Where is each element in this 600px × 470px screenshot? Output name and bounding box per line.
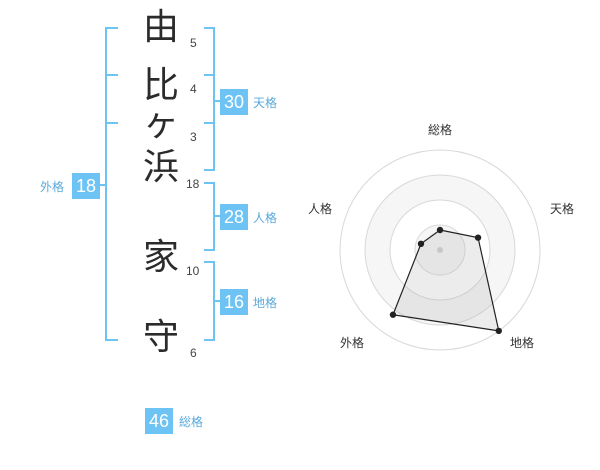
- tenkaku-badge: 30: [220, 89, 248, 115]
- radar-axis-label-2: 天格: [550, 202, 575, 216]
- name-char-2: 比: [142, 65, 179, 106]
- name-char-1: 由: [142, 7, 179, 48]
- name-char-3: ヶ: [142, 103, 179, 144]
- radar-area: [392, 229, 500, 332]
- tenkaku-label: 天格: [253, 96, 278, 110]
- radar-axis-label-5: 人格: [308, 202, 333, 216]
- radar-axis-label-3: 地格: [510, 336, 535, 350]
- radar-point-1: [436, 226, 444, 234]
- chikaku-label: 地格: [253, 296, 278, 310]
- radar-point-5: [417, 240, 425, 248]
- stroke-count-3: 3: [190, 130, 197, 144]
- stroke-count-2: 4: [190, 82, 197, 96]
- stroke-count-5: 10: [186, 264, 200, 278]
- name-char-4: 浜: [142, 147, 179, 188]
- jinkaku-label: 人格: [253, 211, 278, 225]
- radar-point-4: [389, 311, 397, 318]
- soukaku-badge: 46: [145, 408, 173, 434]
- stroke-count-4: 18: [186, 177, 200, 191]
- stroke-count-6: 6: [190, 346, 197, 360]
- tenkaku-bracket: [204, 27, 215, 171]
- radar-point-2: [474, 234, 482, 241]
- gaikaku-label: 外格: [40, 180, 65, 194]
- radar-axis-label-1: 総格: [428, 123, 453, 137]
- stroke-count-1: 5: [190, 36, 197, 50]
- jinkaku-badge: 28: [220, 204, 248, 230]
- radar-point-3: [495, 327, 502, 335]
- chikaku-badge: 16: [220, 289, 248, 315]
- name-char-5: 家: [142, 237, 179, 278]
- radar-center: [437, 247, 443, 253]
- radar-axis-label-4: 外格: [340, 336, 365, 350]
- name-char-6: 守: [142, 317, 179, 358]
- soukaku-label: 総格: [179, 415, 204, 429]
- gaikaku-badge: 18: [72, 173, 100, 199]
